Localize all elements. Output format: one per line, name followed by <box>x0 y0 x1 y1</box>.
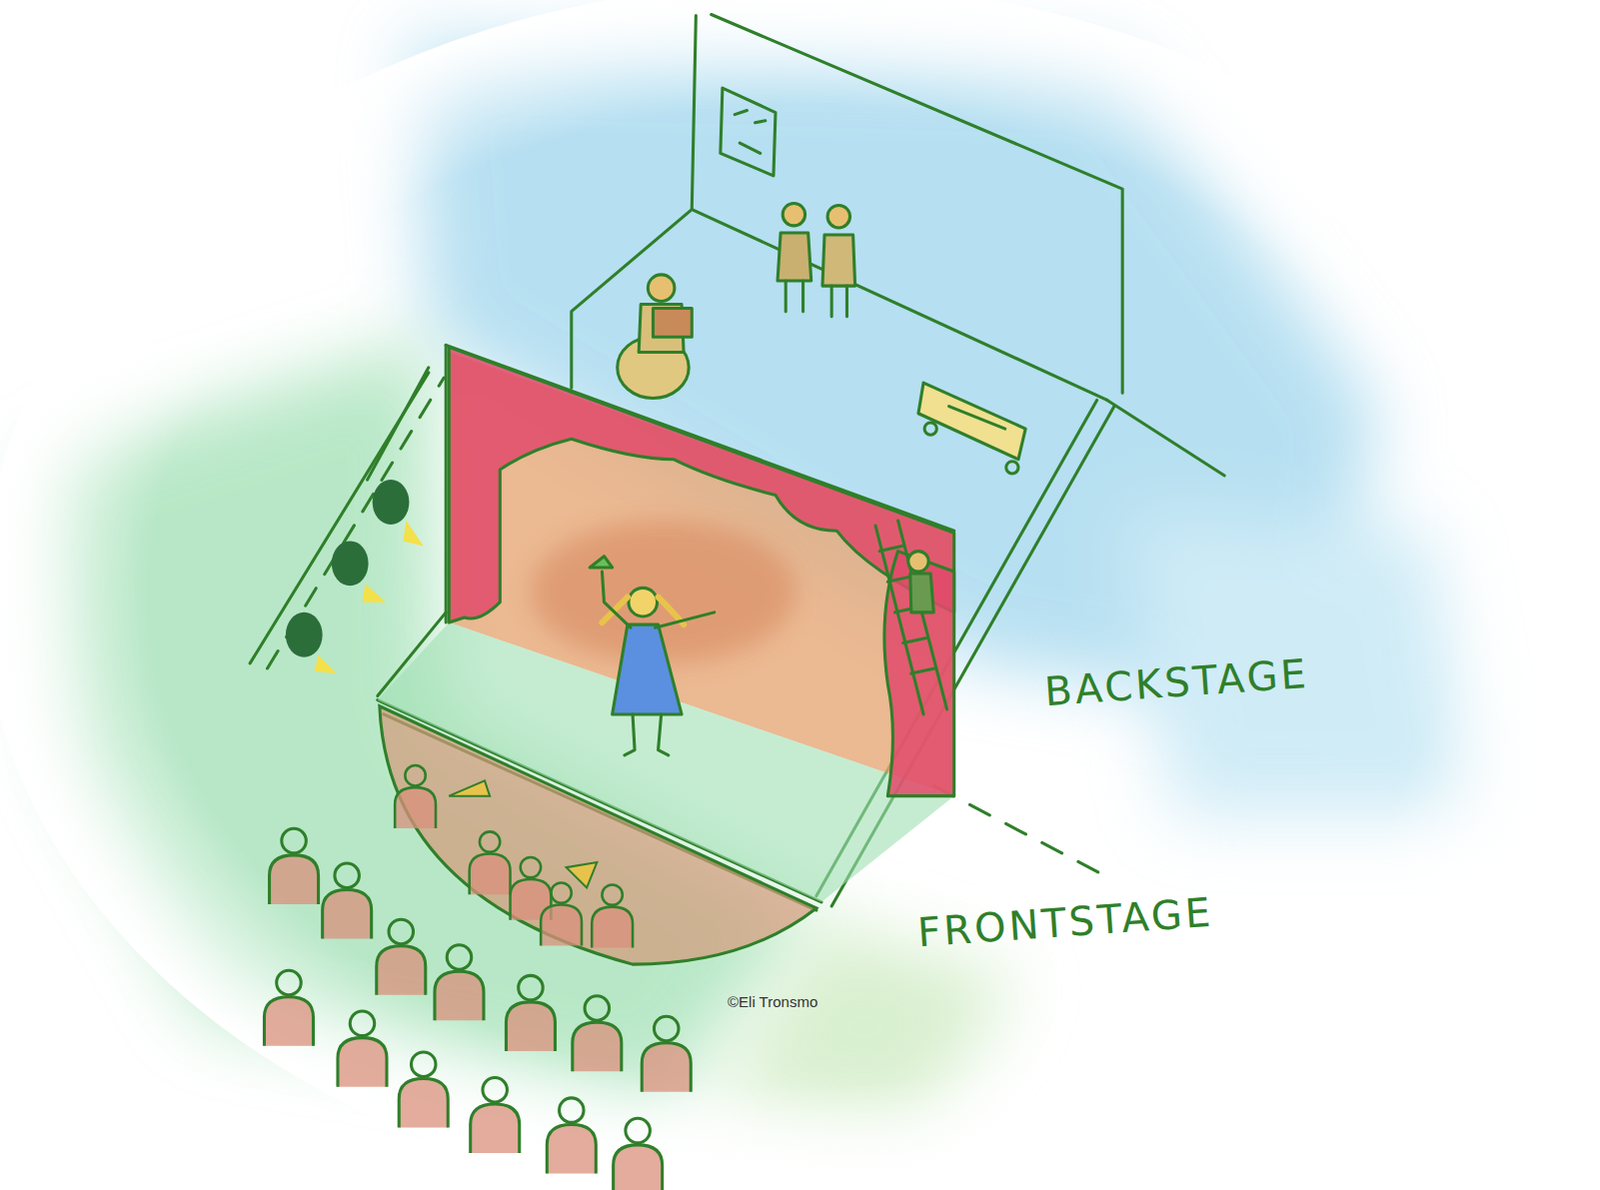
musicians <box>394 765 633 948</box>
copyright-note: ©Eli Tronsmo <box>727 993 818 1011</box>
actor <box>589 556 715 756</box>
crew-with-box <box>617 274 693 399</box>
curtain <box>448 346 954 796</box>
ladder <box>875 520 947 715</box>
audience <box>263 828 691 1190</box>
spotlights <box>285 479 424 674</box>
backstage-items <box>617 87 1026 715</box>
crew-pair <box>777 202 856 316</box>
orchestra-pit <box>379 706 817 965</box>
cart <box>918 382 1026 474</box>
